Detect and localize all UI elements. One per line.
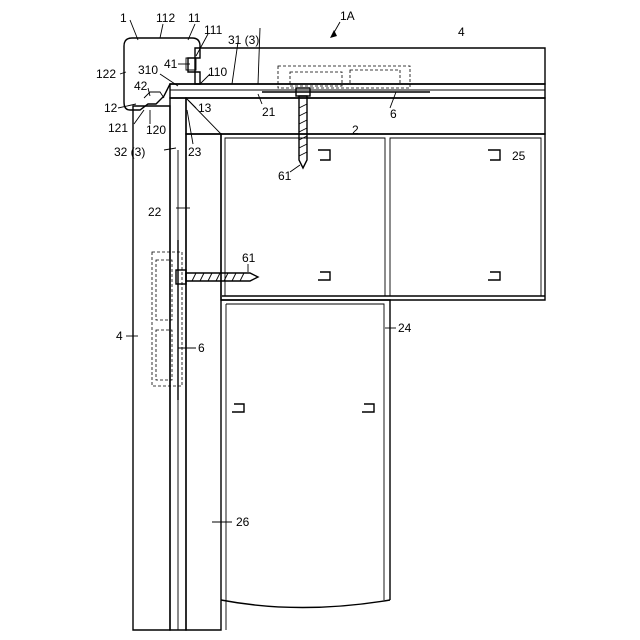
label-6-left: 6 [198, 341, 205, 355]
labels: 1 112 11 111 31 (3) 1A 4 122 41 310 110 … [96, 9, 526, 529]
bracket-6-left [152, 240, 182, 400]
label-1: 1 [120, 11, 127, 25]
label-24: 24 [398, 321, 412, 335]
label-1a: 1A [340, 9, 355, 23]
label-42: 42 [134, 79, 148, 93]
label-120: 120 [146, 123, 166, 137]
corner-member-1 [124, 38, 200, 110]
label-61-top: 61 [278, 169, 292, 183]
label-111: 111 [204, 23, 223, 37]
label-26: 26 [236, 515, 250, 529]
label-61-mid: 61 [242, 251, 256, 265]
label-41: 41 [164, 57, 178, 71]
steel-frame-25 [221, 134, 545, 300]
label-6-top: 6 [390, 107, 397, 121]
screw-61-top [296, 88, 310, 168]
label-13: 13 [198, 101, 212, 115]
arrow-head [330, 30, 337, 38]
label-23: 23 [188, 145, 202, 159]
label-122: 122 [96, 67, 116, 81]
label-12: 12 [104, 101, 118, 115]
label-2: 2 [352, 123, 359, 137]
label-25: 25 [512, 149, 526, 163]
label-21: 21 [262, 105, 276, 119]
label-22: 22 [148, 205, 162, 219]
column-22 [186, 98, 221, 630]
label-4-left: 4 [116, 329, 123, 343]
bracket-6-top [262, 66, 430, 92]
top-strip-31 [170, 84, 545, 98]
steel-frame-24 [221, 300, 390, 630]
label-110: 110 [208, 65, 227, 79]
left-panel-4 [133, 106, 170, 630]
label-31-3: 31 (3) [228, 33, 259, 47]
label-11: 11 [188, 11, 201, 25]
leader-lines [118, 20, 396, 522]
beam-2 [186, 98, 545, 134]
label-121: 121 [108, 121, 128, 135]
label-310: 310 [138, 63, 158, 77]
label-32-3: 32 (3) [114, 145, 145, 159]
label-4-top: 4 [458, 25, 465, 39]
screw-61-mid [176, 270, 258, 284]
label-112: 112 [156, 11, 175, 25]
